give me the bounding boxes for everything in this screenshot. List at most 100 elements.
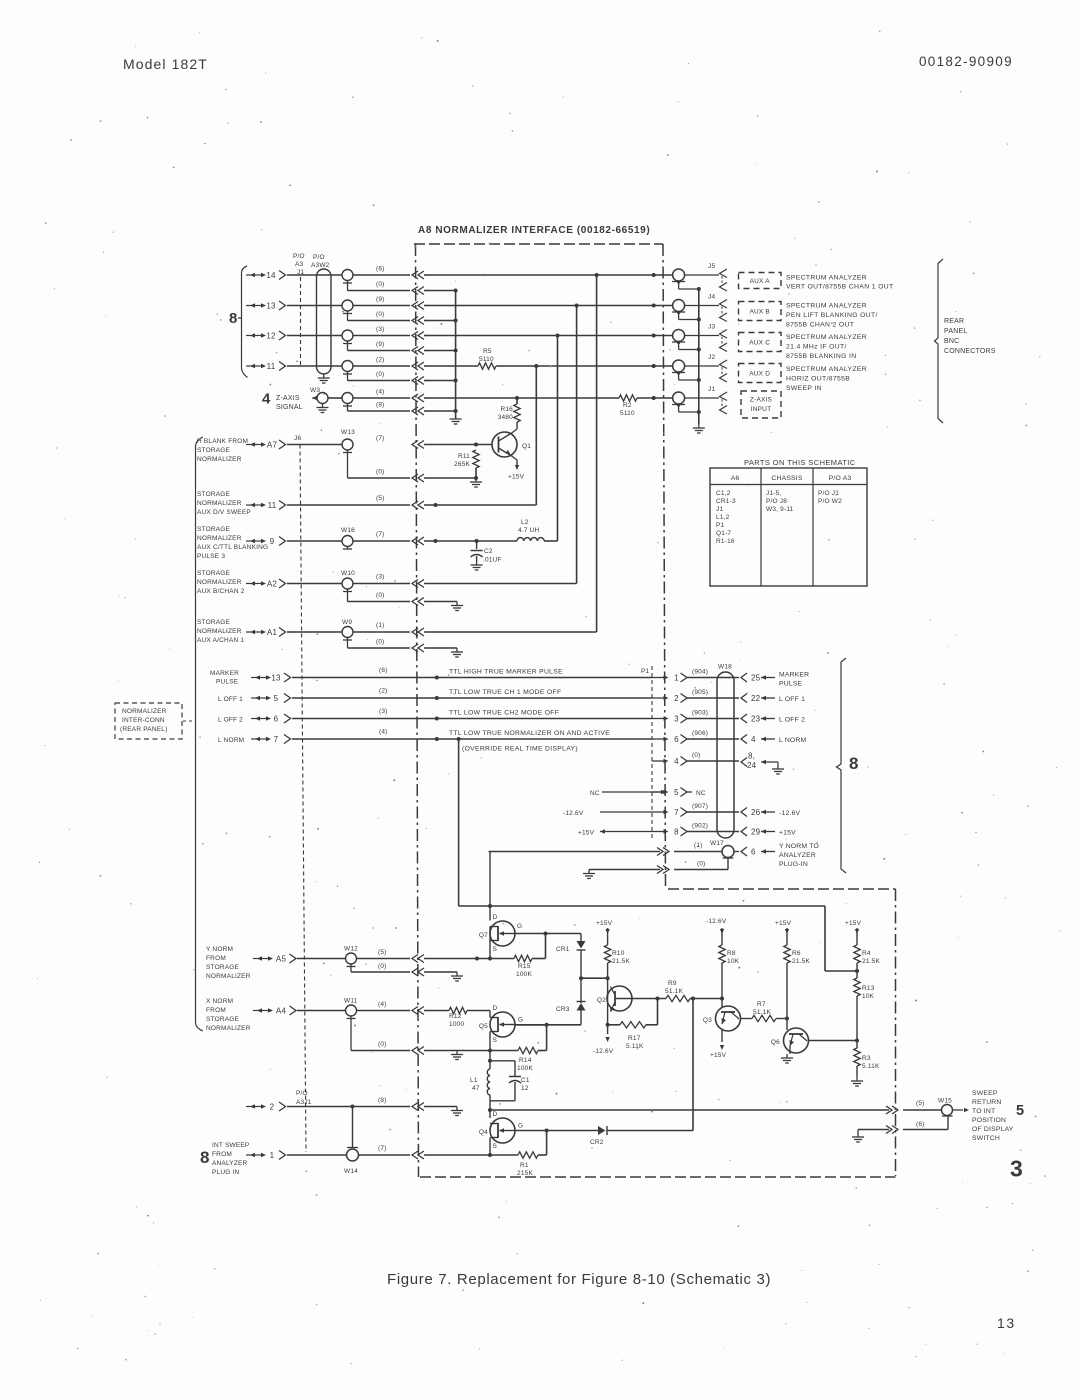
svg-text:8755B CHAN 2 OUT: 8755B CHAN 2 OUT xyxy=(786,322,854,329)
svg-text:9: 9 xyxy=(270,537,275,546)
svg-text:A2: A2 xyxy=(267,580,278,589)
svg-text:L NORM: L NORM xyxy=(218,737,244,744)
svg-text:(9): (9) xyxy=(376,296,385,303)
svg-text:265K: 265K xyxy=(454,461,470,468)
svg-text:(6): (6) xyxy=(379,667,388,674)
svg-text:AUX C: AUX C xyxy=(749,340,770,347)
svg-text:+15V: +15V xyxy=(779,830,796,837)
svg-text:26: 26 xyxy=(751,808,761,817)
svg-text:Y NORM: Y NORM xyxy=(206,946,233,953)
svg-text:5: 5 xyxy=(674,788,679,797)
svg-text:(906): (906) xyxy=(692,730,708,737)
svg-text:(904): (904) xyxy=(692,669,708,676)
svg-text:FROM: FROM xyxy=(212,1151,232,1158)
svg-text:(8): (8) xyxy=(378,1097,387,1104)
svg-text:21.4 MHz IF OUT/: 21.4 MHz IF OUT/ xyxy=(786,344,847,351)
svg-text:R2: R2 xyxy=(623,402,632,409)
svg-text:NORMALIZER: NORMALIZER xyxy=(206,973,251,980)
svg-text:AUX A: AUX A xyxy=(750,278,771,285)
svg-text:NORMALIZER: NORMALIZER xyxy=(197,535,242,542)
svg-text:Q2: Q2 xyxy=(597,997,606,1004)
svg-text:REAR: REAR xyxy=(944,318,964,325)
svg-text:J1: J1 xyxy=(716,506,723,513)
svg-text:(4): (4) xyxy=(379,729,388,736)
svg-text:(OVERRIDE REAL TIME DISPLAY): (OVERRIDE REAL TIME DISPLAY) xyxy=(462,746,578,753)
svg-text:Q6: Q6 xyxy=(771,1039,780,1046)
svg-text:C2: C2 xyxy=(484,548,493,555)
svg-text:PLUG IN: PLUG IN xyxy=(212,1169,240,1176)
svg-text:W18: W18 xyxy=(718,664,732,671)
svg-text:S: S xyxy=(493,1037,498,1044)
svg-text:A3W2: A3W2 xyxy=(311,262,330,269)
svg-text:1: 1 xyxy=(270,1151,275,1160)
svg-text:BNC: BNC xyxy=(944,338,959,345)
svg-text:W13: W13 xyxy=(341,429,355,436)
svg-text:SWEEP IN: SWEEP IN xyxy=(786,385,822,392)
svg-text:A4: A4 xyxy=(276,1007,287,1016)
svg-text:NORMALIZER: NORMALIZER xyxy=(122,708,167,715)
svg-text:13: 13 xyxy=(271,674,281,683)
svg-text:J3: J3 xyxy=(708,324,715,331)
svg-text:PLUG-IN: PLUG-IN xyxy=(779,861,808,868)
svg-text:29: 29 xyxy=(751,828,761,837)
svg-text:Q5: Q5 xyxy=(479,1023,488,1030)
svg-text:8: 8 xyxy=(849,754,859,773)
svg-text:(4): (4) xyxy=(378,1001,387,1008)
svg-text:W12: W12 xyxy=(344,946,358,953)
svg-text:AUX C/TTL BLANKING: AUX C/TTL BLANKING xyxy=(197,544,268,551)
svg-text:8: 8 xyxy=(200,1148,210,1167)
svg-text:10K: 10K xyxy=(862,993,875,1000)
svg-text:R15: R15 xyxy=(518,963,531,970)
svg-text:10K: 10K xyxy=(727,958,740,965)
svg-text:+15V: +15V xyxy=(775,920,792,927)
svg-text:(5): (5) xyxy=(376,495,385,502)
svg-text:(1): (1) xyxy=(376,622,385,629)
svg-text:(7): (7) xyxy=(376,435,385,442)
svg-text:X NORM: X NORM xyxy=(206,998,233,1005)
svg-text:P/O J1: P/O J1 xyxy=(818,490,839,497)
svg-text:+15V: +15V xyxy=(845,920,862,927)
svg-text:A7: A7 xyxy=(267,441,278,450)
svg-text:5110: 5110 xyxy=(479,356,494,363)
svg-text:(902): (902) xyxy=(692,823,708,830)
svg-text:R13: R13 xyxy=(862,985,875,992)
svg-text:D: D xyxy=(493,1111,498,1118)
svg-text:7: 7 xyxy=(274,735,279,744)
svg-text:5110: 5110 xyxy=(620,410,635,417)
svg-text:6: 6 xyxy=(751,848,756,857)
svg-text:-12.6V: -12.6V xyxy=(706,918,727,925)
svg-text:25: 25 xyxy=(751,674,761,683)
svg-text:5: 5 xyxy=(274,694,279,703)
svg-text:J6: J6 xyxy=(294,435,301,442)
svg-text:L OFF 2: L OFF 2 xyxy=(218,717,243,724)
svg-text:(0): (0) xyxy=(376,281,385,288)
svg-text:W17: W17 xyxy=(710,840,724,847)
svg-text:NORMALIZER: NORMALIZER xyxy=(197,500,242,507)
svg-text:215K: 215K xyxy=(517,1170,533,1177)
svg-text:+15V: +15V xyxy=(578,830,595,837)
svg-text:4.7 UH: 4.7 UH xyxy=(518,527,540,534)
svg-text:NORMALIZER: NORMALIZER xyxy=(197,579,242,586)
svg-text:SWITCH: SWITCH xyxy=(972,1135,1000,1142)
svg-text:L1: L1 xyxy=(470,1077,478,1084)
svg-text:4: 4 xyxy=(674,757,679,766)
svg-text:Y NORM TO: Y NORM TO xyxy=(779,843,819,850)
svg-text:PANEL: PANEL xyxy=(944,328,967,335)
svg-text:SPECTRUM ANALYZER: SPECTRUM ANALYZER xyxy=(786,334,867,341)
svg-text:R4: R4 xyxy=(862,950,871,957)
svg-text:STORAGE: STORAGE xyxy=(206,1016,240,1023)
svg-text:(2): (2) xyxy=(379,688,388,695)
svg-text:TTL LOW TRUE CH2 MODE OFF: TTL LOW TRUE CH2 MODE OFF xyxy=(449,710,559,717)
svg-text:Q1-7: Q1-7 xyxy=(716,530,731,537)
svg-text:J2: J2 xyxy=(708,354,715,361)
svg-text:8,: 8, xyxy=(748,752,755,761)
svg-text:(6): (6) xyxy=(916,1121,925,1128)
svg-text:11: 11 xyxy=(268,501,277,510)
svg-text:5.11K: 5.11K xyxy=(626,1043,644,1050)
svg-text:(0): (0) xyxy=(376,469,385,476)
svg-text:A3J1: A3J1 xyxy=(296,1099,312,1106)
svg-text:CR3: CR3 xyxy=(556,1006,570,1013)
svg-text:AUX A/CHAN 1: AUX A/CHAN 1 xyxy=(197,637,244,644)
svg-text:(7): (7) xyxy=(376,531,385,538)
svg-text:(0): (0) xyxy=(692,752,701,759)
